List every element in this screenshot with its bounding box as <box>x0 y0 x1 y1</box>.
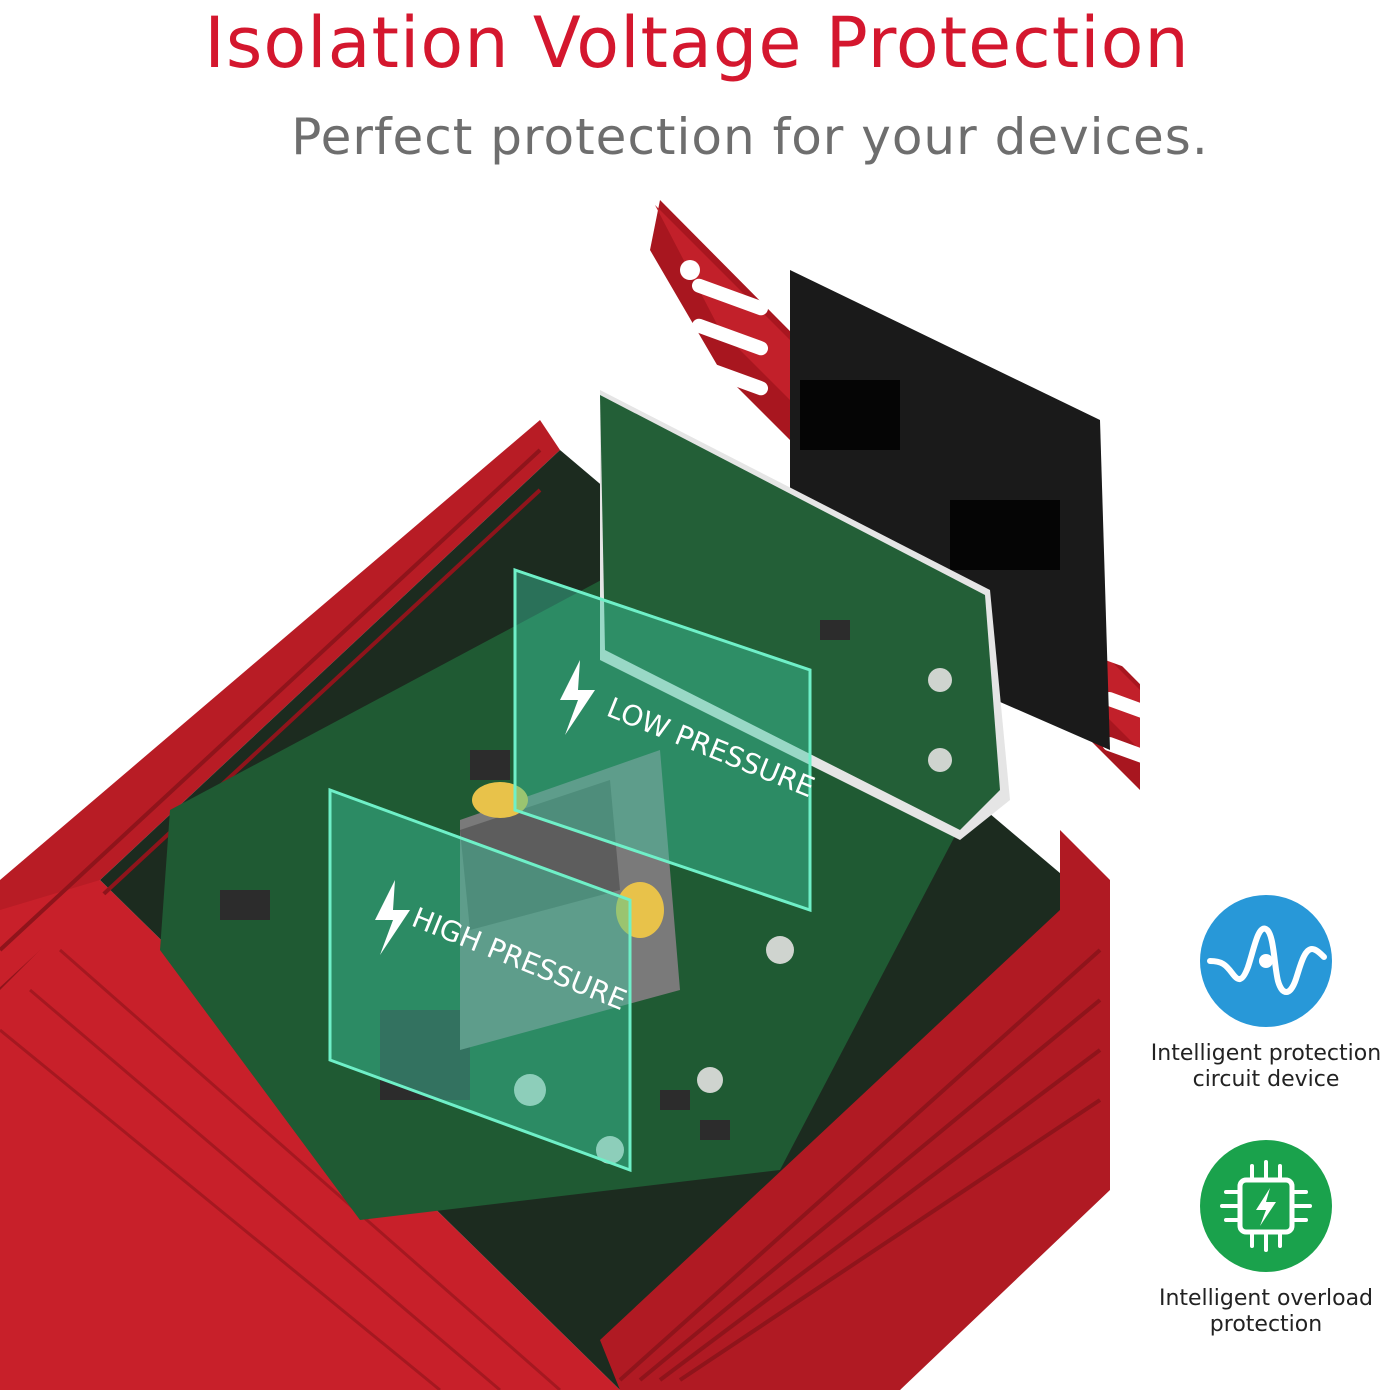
feature-protection-circuit: Intelligent protection circuit device <box>1136 895 1394 1093</box>
page-title: Isolation Voltage Protection <box>204 2 1190 84</box>
bolt-icon <box>560 660 595 735</box>
circuit-boards <box>160 390 1010 1220</box>
feature-overload-protection: Intelligent overload protection <box>1136 1140 1394 1338</box>
waveform-icon <box>1200 895 1332 1027</box>
inverter-illustration: LOW PRESSURE HIGH PRESSURE <box>0 200 1140 1390</box>
feature-label-line1: Intelligent overload <box>1158 1286 1374 1311</box>
isolation-panels: LOW PRESSURE HIGH PRESSURE <box>328 567 819 1173</box>
feature-label-line2: circuit device <box>1192 1067 1340 1092</box>
bolt-icon <box>375 880 410 955</box>
chip-bolt-icon <box>1200 1140 1332 1272</box>
feature-label-line1: Intelligent protection <box>1150 1041 1382 1066</box>
page-subtitle: Perfect protection for your devices. <box>291 108 1209 166</box>
feature-label-line2: protection <box>1209 1312 1323 1337</box>
